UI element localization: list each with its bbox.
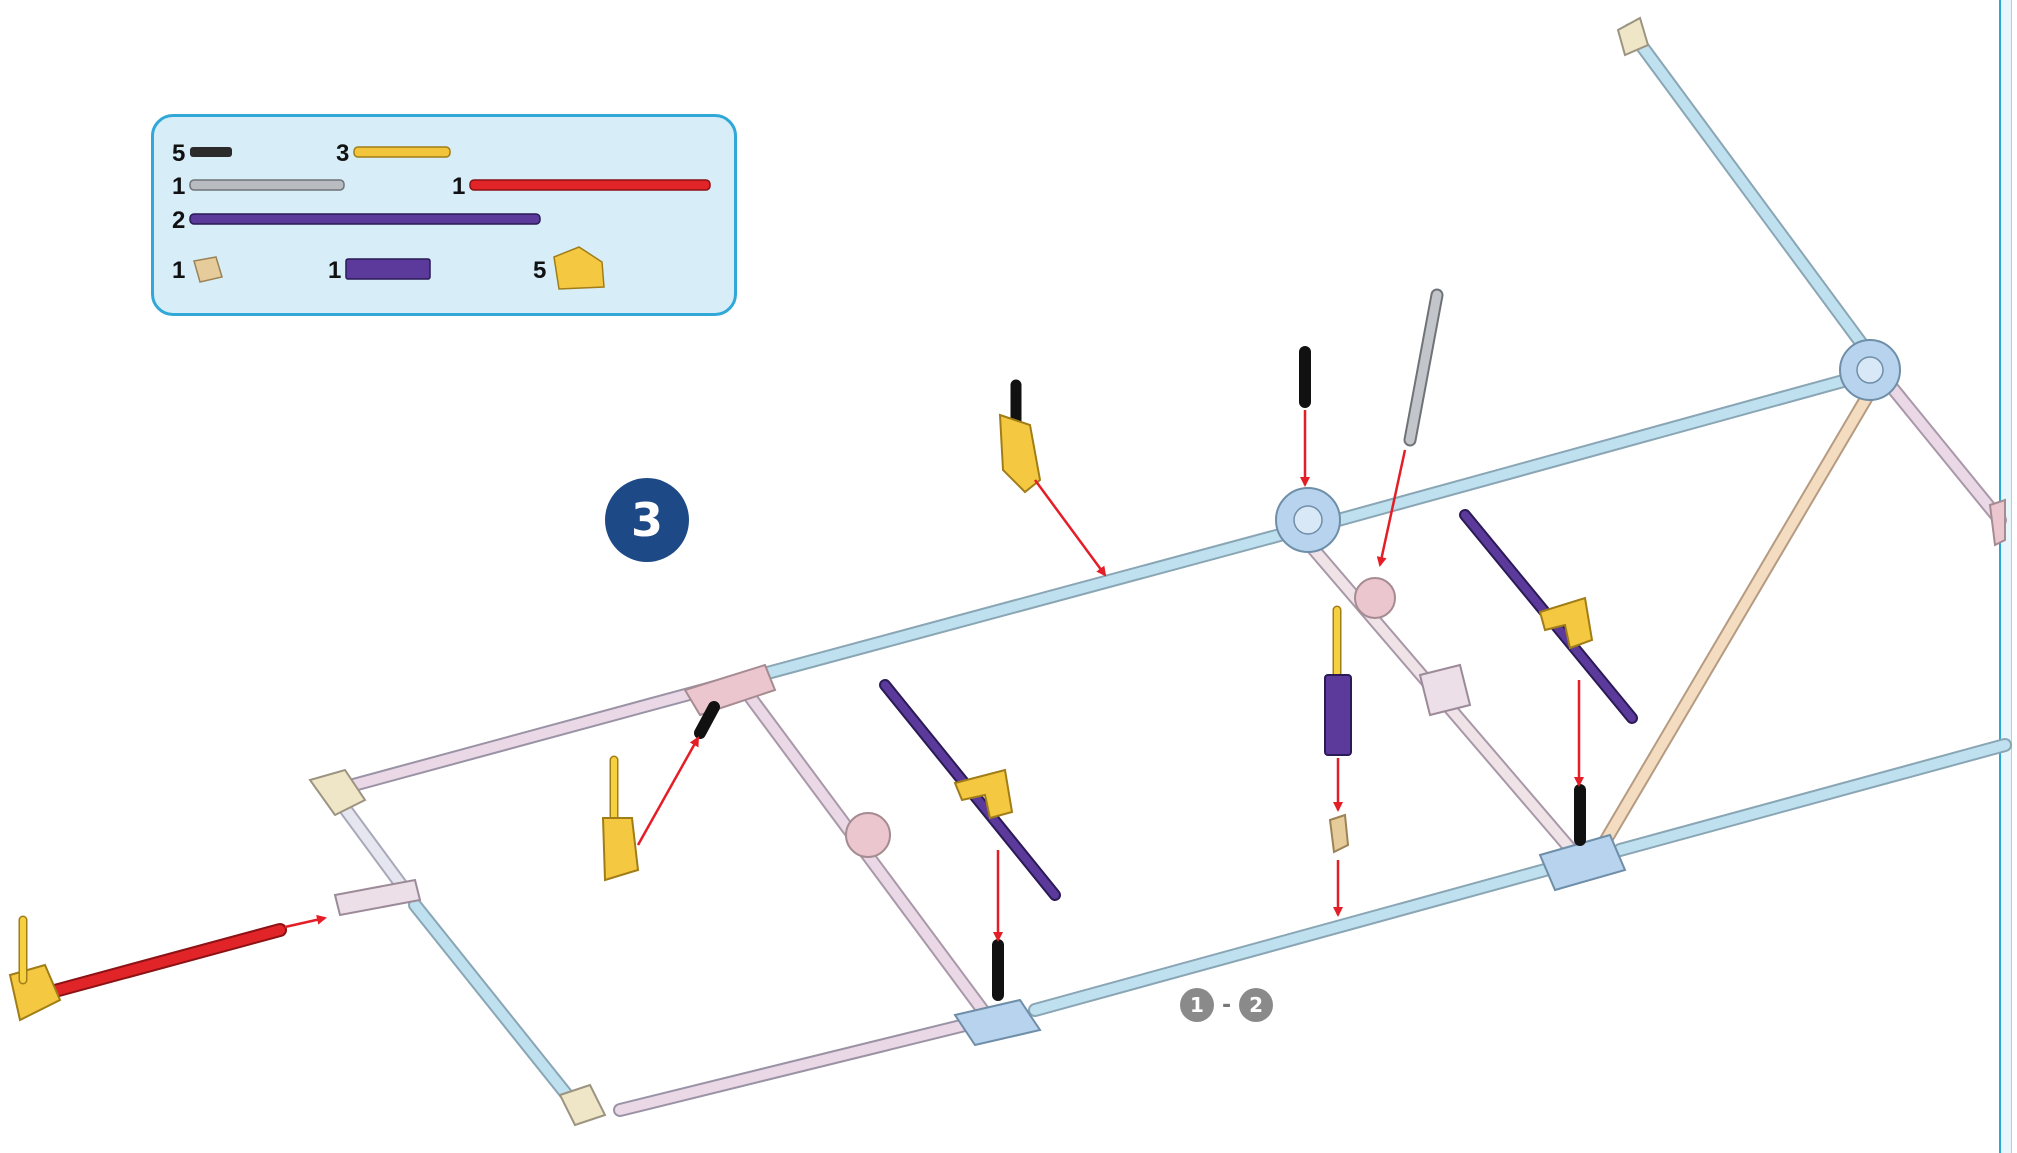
- parts-qty-black-connector: 5: [172, 140, 186, 167]
- gray-rod-part: [1403, 288, 1444, 447]
- parts-qty-purple-rod: 2: [172, 207, 186, 234]
- parts-qty-yellow-rod: 3: [336, 140, 350, 167]
- black-connector-part-1: [694, 701, 720, 739]
- parts-qty-red-rod: 1: [452, 173, 466, 200]
- lower-frame-rods: [613, 738, 2012, 1117]
- reference-step-end: 2: [1239, 988, 1274, 1022]
- step-number-badge: 3: [605, 478, 689, 562]
- parts-qty-purple-clip: 1: [328, 257, 342, 284]
- parts-qty-gray-rod: 1: [172, 173, 186, 200]
- assembly-arrows: [284, 410, 1584, 942]
- reference-steps: 1 - 2: [1180, 988, 1274, 1022]
- purple-rod-assembly-2: [1459, 509, 1638, 724]
- reference-step-start: 1: [1180, 988, 1214, 1022]
- parts-list-icons: [189, 146, 711, 290]
- gray-rod-icon: [189, 179, 345, 191]
- red-rod-assembly: [8, 915, 287, 1022]
- frame-connectors: [308, 16, 2006, 1127]
- purple-rod-icon: [189, 213, 541, 225]
- diagonal-struts: [738, 23, 2007, 1027]
- reference-separator: -: [1222, 992, 1232, 1018]
- left-end-rods: [328, 788, 582, 1112]
- purple-rod-assembly-1: [879, 679, 1061, 901]
- parts-qty-yellow-angle-connector: 5: [533, 257, 547, 284]
- yellow-angle-connector-icon: [553, 246, 605, 290]
- yellow-purple-clip-stack: [1324, 605, 1352, 854]
- purple-clip-connector-icon: [345, 258, 431, 280]
- parts-list-panel: 5 3 1 1 2 1 1 5: [151, 114, 737, 316]
- yellow-rod-icon: [353, 146, 451, 158]
- page-edge-border: [1999, 0, 2012, 1153]
- black-connector-rod-icon: [190, 147, 232, 157]
- tan-clip-icon: [193, 256, 223, 283]
- upper-frame-rods: [328, 368, 1872, 797]
- parts-qty-tan-clip: 1: [172, 257, 186, 284]
- red-rod-icon: [469, 179, 711, 191]
- yellow-black-connector-part: [998, 379, 1042, 494]
- yellow-connector-part: [601, 755, 640, 882]
